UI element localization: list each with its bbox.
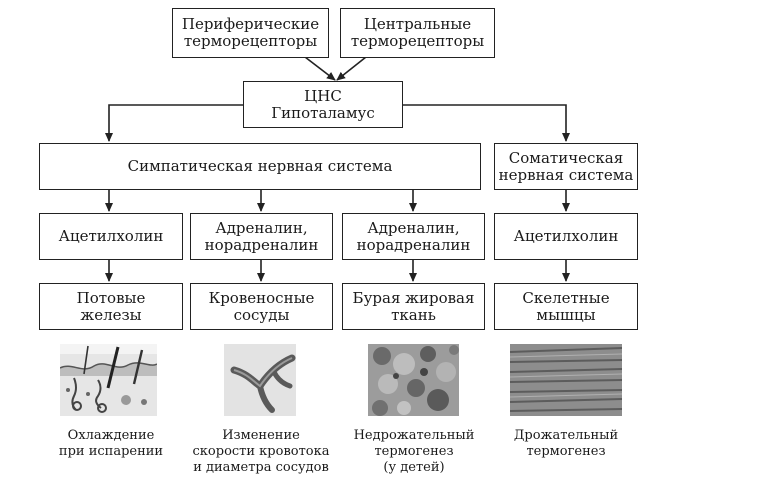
caption-shivering-line-2: термогенез	[526, 444, 606, 459]
acetylcholine-box-1: Ацетилхолин	[39, 213, 183, 260]
brown-fat-tissue-image	[368, 344, 459, 416]
somatic-line-1: Соматическая	[508, 148, 624, 167]
acetylcholine-1-label: Ацетилхолин	[58, 227, 164, 245]
central-line-2: терморецепторы	[350, 32, 485, 50]
adrenaline-1-line-2: норадреналин	[204, 235, 319, 254]
caption-blood-flow-line-3: и диаметра сосудов	[193, 460, 329, 475]
blood-vessels-line-2: сосуды	[233, 305, 290, 324]
cns-line-1: ЦНС	[304, 86, 342, 105]
caption-cooling-line-2: при испарении	[58, 444, 164, 459]
brown-fat-line-2: ткань	[391, 305, 436, 324]
adrenaline-2-line-1: Адреналин,	[367, 218, 460, 237]
caption-blood-flow-line-2: скорости кровотока	[192, 444, 330, 459]
blood-vessel-image	[224, 344, 296, 416]
caption-nonshivering-line-2: термогенез	[374, 444, 454, 459]
caption-shivering-line-1: Дрожательный	[513, 428, 619, 443]
adrenaline-1-line-1: Адреналин,	[215, 218, 308, 237]
sympathetic-nervous-system-box: Симпатическая нервная система	[39, 143, 481, 190]
caption-blood-flow: Изменение скорости кровотока и диаметра …	[186, 428, 336, 476]
caption-cooling: Охлаждение при испарении	[48, 428, 174, 460]
sympathetic-label: Симпатическая нервная система	[127, 157, 393, 175]
adrenaline-box-1: Адреналин,норадреналин	[190, 213, 333, 260]
brown-fat-line-1: Бурая жировая	[352, 288, 475, 307]
skin-sweat-gland-image	[60, 344, 157, 416]
peripheral-line-2: терморецепторы	[183, 32, 318, 50]
adrenaline-2-line-2: норадреналин	[356, 235, 471, 254]
arrow-cns-to-somatic	[403, 104, 570, 142]
adrenaline-box-2: Адреналин,норадреналин	[342, 213, 485, 260]
caption-nonshivering-line-1: Недрожательный	[353, 428, 475, 443]
acetylcholine-box-2: Ацетилхолин	[494, 213, 638, 260]
cns-line-2: Гипоталамус	[271, 103, 375, 122]
caption-nonshivering-line-3: (у детей)	[383, 460, 445, 475]
caption-nonshivering: Недрожательный термогенез (у детей)	[346, 428, 482, 476]
skeletal-muscles-line-2: мышцы	[536, 305, 596, 324]
caption-blood-flow-line-1: Изменение	[222, 428, 300, 443]
skeletal-muscles-line-1: Скелетные	[522, 288, 610, 307]
acetylcholine-2-label: Ацетилхолин	[513, 227, 619, 245]
caption-cooling-line-1: Охлаждение	[67, 428, 155, 443]
peripheral-line-1: Периферические	[181, 15, 320, 33]
skeletal-muscle-image	[510, 344, 622, 416]
somatic-line-2: нервная система	[498, 165, 634, 184]
arrow-central-to-cns	[336, 56, 367, 81]
central-line-1: Центральные	[363, 15, 472, 33]
sweat-glands-line-2: железы	[80, 305, 142, 324]
arrow-cns-to-sympathetic	[105, 104, 243, 142]
caption-shivering: Дрожательный термогенез	[500, 428, 632, 460]
sweat-glands-line-1: Потовые	[76, 288, 146, 307]
blood-vessels-line-1: Кровеносные	[208, 288, 315, 307]
arrow-peripheral-to-cns	[304, 56, 336, 81]
